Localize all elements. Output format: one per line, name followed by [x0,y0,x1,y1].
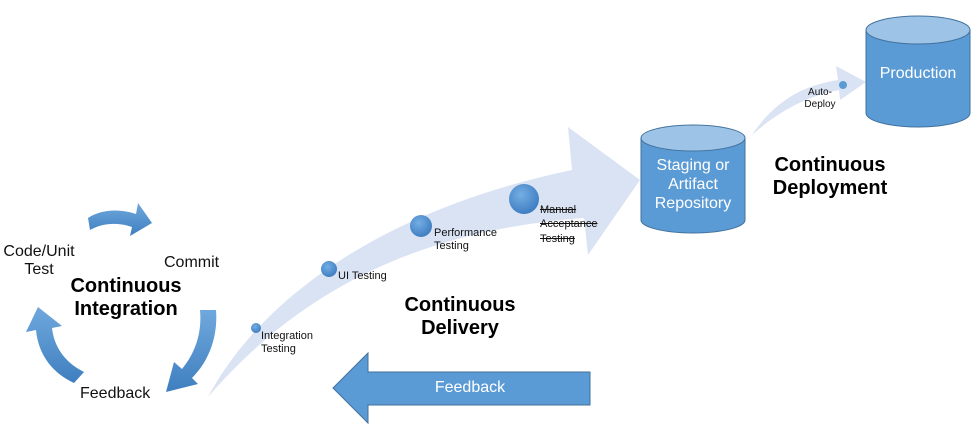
ci-title-line1: Continuous [70,275,182,297]
stage-marker-performance [410,215,432,237]
auto-deploy-label-line2: Deploy [804,98,836,110]
cdep-title-line2: Deployment [772,177,888,199]
cycle-arrow-left [26,307,84,383]
cdep-title: Continuous Deployment [760,154,900,200]
stage-label-performance-line1: Performance [434,227,497,239]
production-label: Production [879,65,957,82]
stage-label-manual-line1: Manual [540,204,577,216]
feedback-arrow-label: Feedback [434,379,506,396]
staging-label-line1: Staging or [656,157,730,174]
staging-label-line3: Repository [654,195,732,213]
stage-marker-auto-deploy [839,81,847,89]
delivery-flow-arrow [208,127,640,397]
stage-marker-integration [251,323,261,333]
ci-title: Continuous Integration [56,275,196,321]
auto-deploy-label-line1: Auto- [808,87,832,98]
step-code-unit-test-line1: Code/Unit [3,243,75,260]
ci-title-line2: Integration [74,298,178,320]
stage-label-manual-line3: Testing [540,232,575,245]
cycle-arrow-top [88,203,152,236]
auto-deploy-label: Auto- Deploy [800,87,840,110]
stage-label-manual-line2: Acceptance [540,218,598,231]
staging-label: Staging or Artifact Repository [641,156,745,214]
stage-marker-manual [509,184,539,214]
deploy-flow-arrow [752,66,866,135]
step-code-unit-test: Code/Unit Test [0,243,78,280]
cycle-arrow-right [166,310,217,392]
production-cylinder [865,15,971,128]
cd-title-line2: Delivery [421,317,499,339]
stage-label-performance: Performance Testing [434,227,497,252]
step-code-unit-test-line2: Test [24,261,54,279]
stage-label-ui: UI Testing [338,270,387,282]
cd-title-line1: Continuous [404,294,516,316]
cd-title: Continuous Delivery [390,294,530,340]
feedback-arrow [332,351,591,425]
step-feedback: Feedback [80,385,151,402]
step-commit: Commit [164,254,220,271]
stage-label-integration-line1: Integration [261,330,313,342]
staging-cylinder [640,124,746,234]
stage-label-manual: Manual Acceptance Testing [540,203,597,246]
stage-label-integration: Integration Testing [261,330,313,355]
stage-label-performance-line2: Testing [434,239,469,252]
cdep-title-line1: Continuous [774,154,886,176]
stage-marker-ui [321,261,337,277]
stage-label-integration-line2: Testing [261,342,296,355]
staging-label-line2: Artifact [668,176,718,194]
